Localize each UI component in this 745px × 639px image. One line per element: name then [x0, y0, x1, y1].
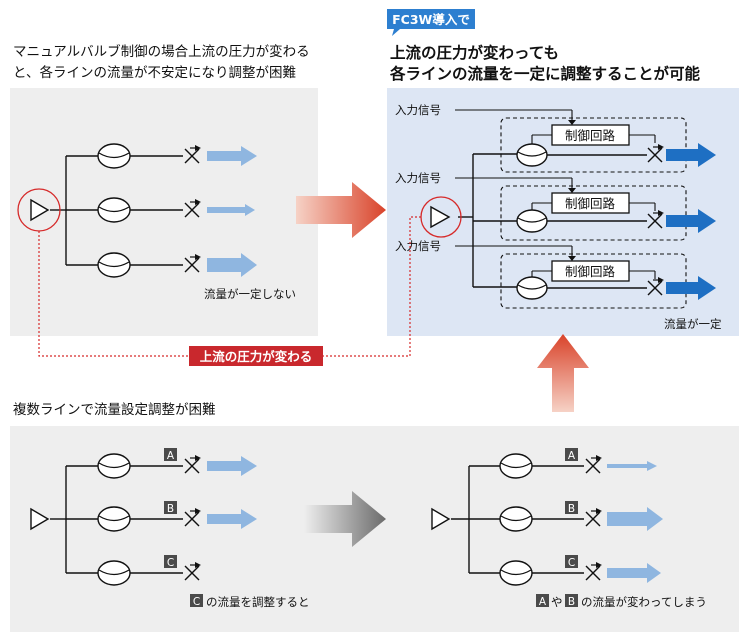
badge-label: FC3W導入で — [392, 12, 470, 27]
fc3w-control-diagram: 制御回路 入力信号 制御回路 入力信号 — [395, 103, 722, 331]
flowmeter-icon — [499, 506, 533, 532]
caption-left: C の流量を調整すると — [190, 594, 310, 609]
flowmeter-icon — [97, 143, 131, 169]
transition-arrow-right — [296, 182, 386, 238]
line-tag-a: A — [565, 448, 578, 462]
flow-arrow — [607, 507, 663, 531]
flow-arrow — [607, 563, 661, 583]
flowmeter-icon — [499, 453, 533, 479]
flow-constant-label: 流量が一定 — [664, 317, 722, 331]
flow-arrow — [207, 509, 257, 529]
right-heading-line1: 上流の圧力が変わっても — [390, 43, 559, 62]
flow-arrow — [207, 146, 257, 166]
manual-control-panel — [10, 88, 318, 336]
svg-text:C: C — [568, 557, 575, 569]
svg-text:や: や — [551, 595, 563, 609]
flowmeter-icon — [516, 276, 548, 300]
svg-text:A: A — [568, 450, 576, 462]
control-circuit-label: 制御回路 — [565, 196, 616, 211]
flow-arrow — [207, 204, 255, 216]
bottom-heading: 複数ラインで流量設定調整が困難 — [13, 401, 216, 418]
pump-icon — [430, 205, 451, 229]
multi-line-panel — [10, 426, 739, 632]
caption-right: A や B の流量が変わってしまう — [536, 594, 707, 609]
input-signal-label: 入力信号 — [395, 239, 441, 253]
flowmeter-icon — [97, 560, 131, 586]
flowmeter-icon — [97, 197, 131, 223]
multi-line-before: A B C C の流量を調整すると — [30, 448, 310, 609]
control-circuit-label: 制御回路 — [565, 128, 616, 143]
svg-text:C: C — [193, 596, 200, 608]
flow-unstable-label: 流量が一定しない — [204, 287, 296, 301]
pressure-change-label: 上流の圧力が変わる — [200, 349, 313, 364]
flow-arrow — [666, 209, 716, 233]
pump-icon — [30, 198, 50, 222]
left-heading-line2: と、各ラインの流量が不安定になり調整が困難 — [13, 65, 296, 81]
flow-arrow — [666, 276, 716, 300]
pressure-change-connector: 上流の圧力が変わる — [38, 216, 421, 366]
line-tag-b: B — [565, 501, 578, 515]
transition-arrow-up — [537, 334, 589, 412]
svg-text:B: B — [167, 503, 174, 515]
input-signal-label: 入力信号 — [395, 103, 441, 117]
svg-text:A: A — [539, 596, 547, 608]
control-circuit-label: 制御回路 — [565, 264, 616, 279]
controlled-line: 制御回路 入力信号 — [395, 103, 716, 173]
flowmeter-icon — [97, 506, 131, 532]
svg-text:A: A — [167, 450, 175, 462]
flowmeter-icon — [97, 252, 131, 278]
pump-icon — [30, 507, 50, 531]
flow-arrow — [666, 143, 716, 167]
pump-icon — [431, 507, 451, 531]
svg-text:の流量を調整すると: の流量を調整すると — [206, 595, 310, 609]
flowmeter-icon — [499, 560, 533, 586]
controlled-line: 制御回路 入力信号 — [395, 171, 716, 241]
svg-text:B: B — [568, 596, 575, 608]
line-tag-c: C — [164, 555, 177, 569]
controlled-line: 制御回路 入力信号 — [395, 239, 716, 309]
svg-text:C: C — [167, 557, 174, 569]
manual-control-diagram: 流量が一定しない — [17, 143, 296, 301]
fc3w-badge: FC3W導入で — [387, 9, 475, 36]
flow-arrow — [207, 253, 257, 277]
flow-arrow — [607, 461, 657, 471]
multi-line-after: A B C A や B の流量が — [431, 448, 707, 609]
left-heading-line1: マニュアルバルブ制御の場合上流の圧力が変わる — [13, 43, 310, 60]
line-tag-a: A — [164, 448, 177, 462]
flowmeter-icon — [516, 209, 548, 233]
line-tag-c: C — [565, 555, 578, 569]
svg-text:B: B — [568, 503, 575, 515]
flow-arrow — [207, 456, 257, 476]
svg-text:の流量が変わってしまう: の流量が変わってしまう — [581, 595, 707, 609]
right-heading-line2: 各ラインの流量を一定に調整することが可能 — [389, 64, 701, 83]
flowmeter-icon — [97, 453, 131, 479]
input-signal-label: 入力信号 — [395, 171, 441, 185]
transition-arrow-gray — [304, 491, 386, 547]
flowmeter-icon — [516, 143, 548, 167]
line-tag-b: B — [164, 501, 177, 515]
